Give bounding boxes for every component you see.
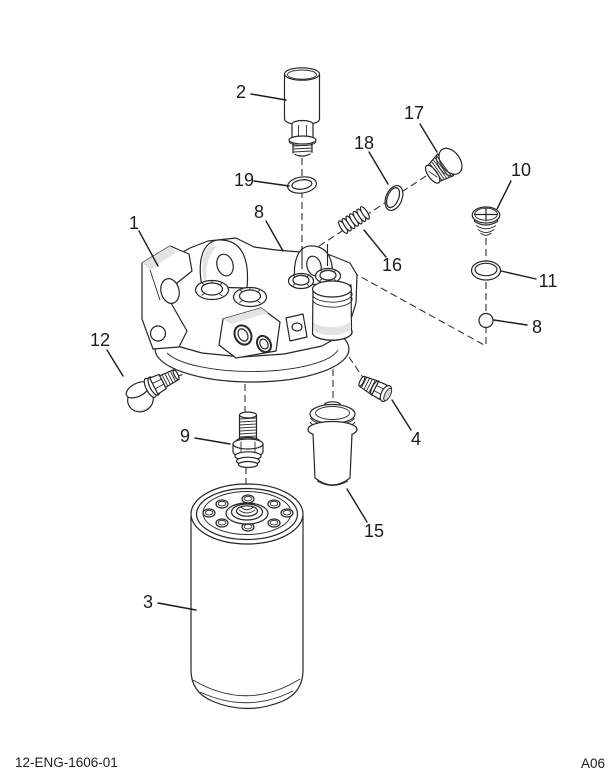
leader-8-right — [493, 319, 528, 326]
part-12 — [125, 369, 180, 413]
leader-12 — [106, 349, 124, 377]
leader-4 — [391, 399, 412, 431]
part-15 — [307, 401, 358, 486]
part-3-filter — [190, 483, 304, 710]
leader-lines — [106, 93, 537, 611]
callout-8-upper: 8 — [254, 202, 264, 222]
leader-10 — [496, 180, 512, 210]
leader-16 — [363, 229, 387, 258]
leader-15 — [346, 488, 368, 523]
callout-labels: 1 2 3 4 8 8 9 10 11 12 15 16 17 18 19 — [90, 82, 557, 612]
leader-18 — [368, 151, 389, 185]
part-11 — [470, 260, 502, 281]
leader-1 — [138, 230, 159, 267]
callout-8-right: 8 — [532, 317, 542, 337]
leader-8-upper — [265, 220, 284, 252]
doc-number: 12-ENG-1606-01 — [15, 755, 118, 770]
part-10 — [471, 206, 501, 236]
part-4 — [358, 375, 393, 403]
leader-11 — [500, 270, 537, 280]
leader-19 — [253, 180, 290, 187]
leader-2 — [250, 93, 287, 101]
callout-18: 18 — [354, 133, 374, 153]
part-9 — [232, 411, 264, 469]
part-2 — [283, 67, 321, 157]
callout-16: 16 — [382, 255, 402, 275]
footer: 12-ENG-1606-01 A06 — [15, 755, 605, 771]
leader-9 — [194, 437, 231, 445]
part-16 — [338, 206, 370, 234]
callout-4: 4 — [411, 429, 421, 449]
callout-10: 10 — [511, 160, 531, 180]
callout-9: 9 — [180, 426, 190, 446]
callout-2: 2 — [236, 82, 246, 102]
callout-3: 3 — [143, 592, 153, 612]
part-19 — [286, 176, 318, 194]
centerline-header-to-right — [351, 271, 487, 347]
callout-12: 12 — [90, 330, 110, 350]
part-17 — [424, 147, 463, 184]
part-18 — [384, 184, 404, 212]
part-1-assembly — [141, 237, 358, 383]
callout-19: 19 — [234, 170, 254, 190]
callout-1: 1 — [129, 213, 139, 233]
leader-17 — [419, 123, 438, 153]
page-code: A06 — [581, 756, 605, 771]
callout-15: 15 — [364, 521, 384, 541]
callout-17: 17 — [404, 103, 424, 123]
leader-3 — [157, 602, 197, 611]
callout-11: 11 — [539, 271, 558, 291]
part-8-ball-right — [478, 312, 494, 329]
